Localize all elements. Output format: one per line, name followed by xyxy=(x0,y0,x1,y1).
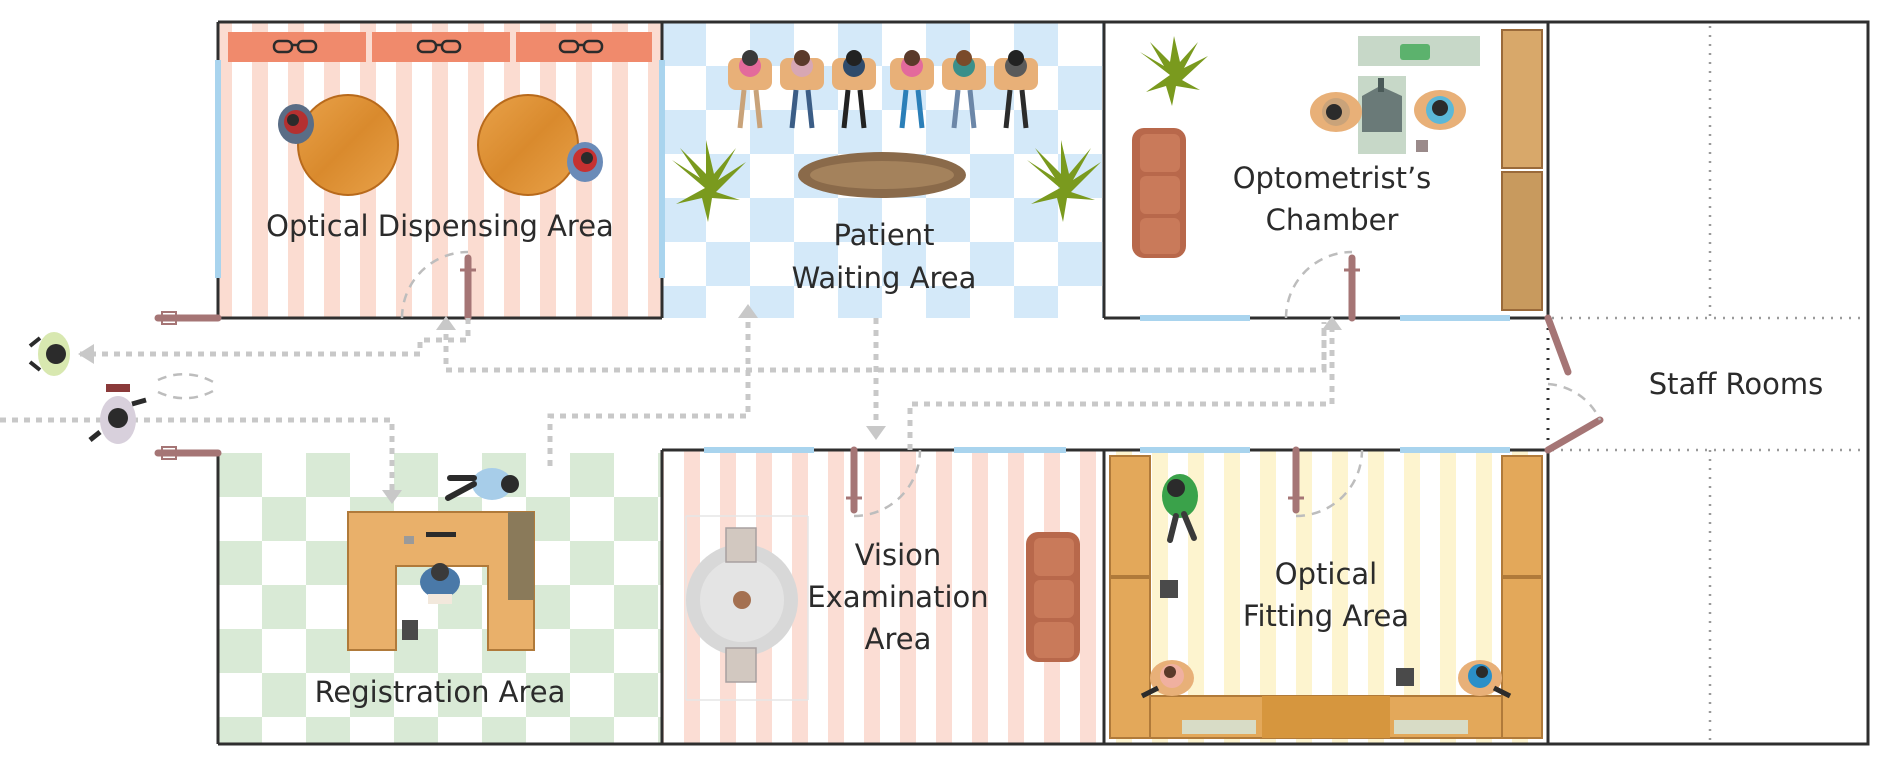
stool xyxy=(1160,580,1178,598)
room-label-vision-3: Area xyxy=(865,622,932,656)
eyeglasses-icon xyxy=(416,39,462,54)
room-label-waiting-2: Waiting Area xyxy=(792,261,977,295)
windows xyxy=(215,60,1510,453)
person-icon xyxy=(832,50,876,129)
arrow-icon xyxy=(738,304,758,318)
person-icon xyxy=(567,142,603,182)
eyeglasses-icon xyxy=(558,39,604,54)
arrow-icon xyxy=(78,344,94,364)
plant-icon xyxy=(672,140,746,222)
sofa-icon xyxy=(1132,128,1186,258)
person-icon xyxy=(88,384,147,444)
person-icon xyxy=(445,468,519,501)
chair-icon xyxy=(725,527,757,563)
room-label-optometrist-1: Optometrist’s xyxy=(1233,161,1432,195)
plant-icon xyxy=(1027,140,1101,222)
person-icon xyxy=(1458,660,1512,699)
room-label-vision-1: Vision xyxy=(855,538,942,572)
walking-paths xyxy=(0,304,1342,504)
eyeglasses-icon xyxy=(272,39,318,54)
round-table xyxy=(297,94,399,196)
cabinet xyxy=(1501,29,1543,169)
room-label-fitting-1: Optical xyxy=(1275,557,1377,591)
staff-room-dividers xyxy=(1552,26,1866,740)
stool xyxy=(402,620,418,640)
person-icon xyxy=(1310,92,1362,132)
stool xyxy=(1416,140,1428,152)
room-label-staff: Staff Rooms xyxy=(1649,367,1823,401)
counter xyxy=(1501,577,1543,739)
room-optometrist-chamber: Optometrist’s Chamber xyxy=(1104,22,1548,318)
plant-icon xyxy=(1140,36,1208,106)
waiting-seats xyxy=(728,50,1038,129)
eyewear-display-shelf xyxy=(228,32,652,62)
cabinet xyxy=(1501,171,1543,311)
reception-desk xyxy=(347,511,535,651)
entrance-door xyxy=(154,311,222,460)
round-table xyxy=(477,94,579,196)
person-icon xyxy=(942,50,986,129)
door-icon xyxy=(1284,250,1360,322)
arrow-icon xyxy=(1322,316,1342,330)
person-icon xyxy=(994,50,1038,129)
arrow-icon xyxy=(382,490,402,504)
person-icon xyxy=(1162,474,1198,543)
person-icon xyxy=(780,50,824,129)
room-optical-fitting: Optical Fitting Area xyxy=(1104,450,1548,744)
person-icon xyxy=(1140,660,1194,699)
room-label-waiting-1: Patient xyxy=(834,218,935,252)
counter xyxy=(1501,455,1543,577)
person-icon xyxy=(728,50,772,129)
chair-icon xyxy=(725,647,757,683)
room-vision-examination: Vision Examination Area xyxy=(662,450,1104,744)
arrow-icon xyxy=(436,316,456,330)
room-staff: Staff Rooms xyxy=(1548,22,1868,744)
person-icon xyxy=(278,104,314,144)
staff-floor xyxy=(1548,22,1868,744)
room-optical-dispensing: Optical Dispensing Area xyxy=(218,22,662,318)
stool xyxy=(1396,668,1414,686)
sofa-icon xyxy=(1026,532,1080,662)
person-icon xyxy=(1414,90,1466,130)
person-icon xyxy=(28,332,70,376)
room-registration: Registration Area xyxy=(218,453,662,744)
room-label-vision-2: Examination xyxy=(807,580,988,614)
door-icon xyxy=(846,446,922,518)
person-icon xyxy=(420,563,460,604)
room-label-optical-dispensing: Optical Dispensing Area xyxy=(266,209,614,243)
counter xyxy=(1109,455,1151,577)
person-icon xyxy=(890,50,934,129)
door-icon xyxy=(1544,314,1604,454)
room-label-registration: Registration Area xyxy=(315,675,566,709)
door-icon xyxy=(400,250,476,322)
door-icon xyxy=(1288,446,1364,518)
room-label-fitting-2: Fitting Area xyxy=(1243,599,1409,633)
counter xyxy=(1109,577,1151,739)
room-patient-waiting: Patient Waiting Area xyxy=(662,22,1104,318)
room-label-optometrist-2: Chamber xyxy=(1266,203,1399,237)
arrow-icon xyxy=(866,426,886,440)
